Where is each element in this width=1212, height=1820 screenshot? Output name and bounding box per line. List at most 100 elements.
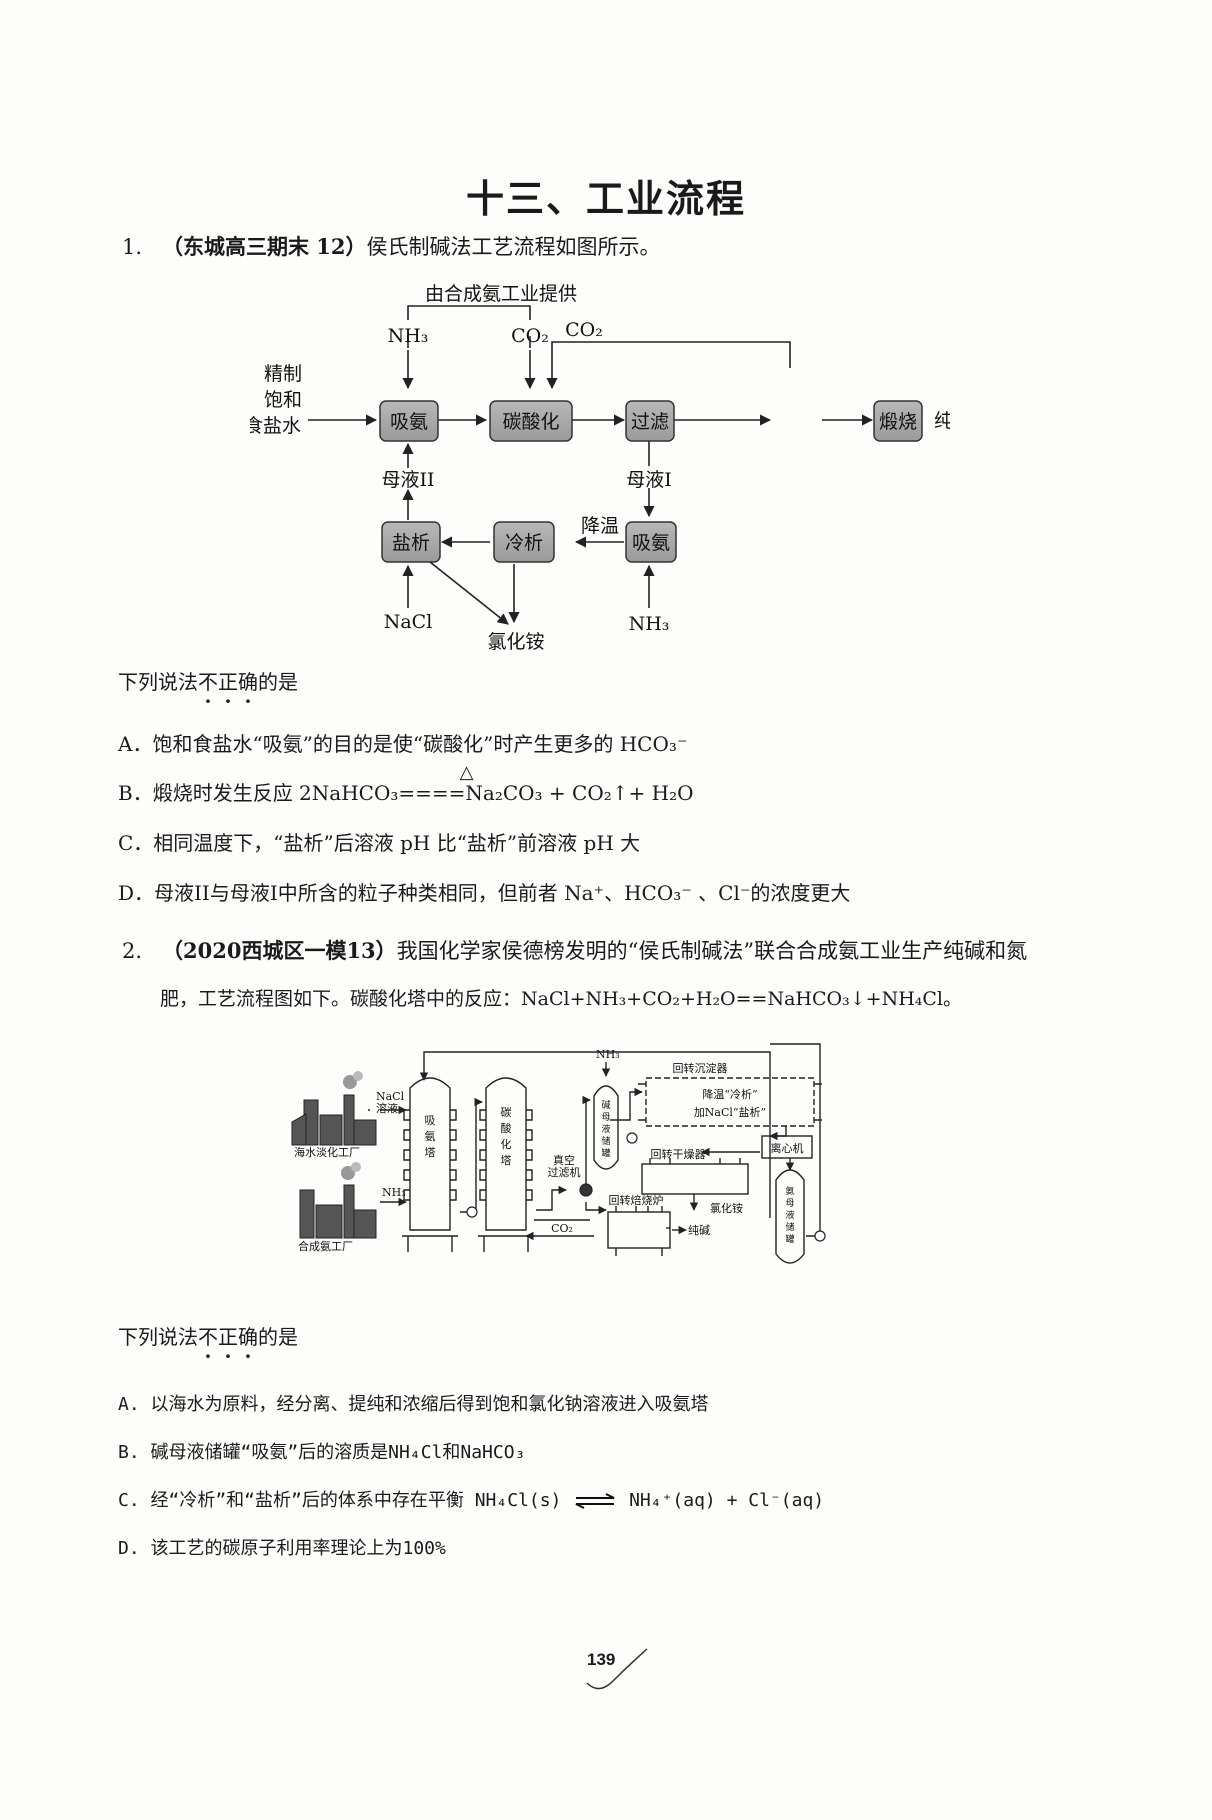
emphasis-char: 不 (198, 670, 218, 694)
q2-prompt: 下列说法不正确的是 (118, 1322, 298, 1352)
q1-option-c: C．相同温度下，“盐析”后溶液 pH 比“盐析”前溶液 pH 大 (118, 831, 641, 855)
supply-label: 由合成氨工业提供 (425, 283, 577, 305)
question-source: （东城高三期末 12） (162, 234, 367, 259)
box-label-salt-out: 盐析 (392, 532, 430, 554)
q2-option-c: C. 经“冷析”和“盐析”后的体系中存在平衡 NH₄Cl(s) NH₄⁺(aq)… (118, 1486, 824, 1516)
nh4cl-label: 氯化铵 (710, 1201, 743, 1215)
q1-prompt: 下列说法不正确的是 (118, 667, 298, 697)
nh4cl-label: 氯化铵 (487, 631, 544, 653)
absorb-tower-char: 氨 (425, 1130, 436, 1143)
option-c-products: NH₄⁺(aq) + Cl⁻(aq) (629, 1490, 825, 1511)
co2-return-label: CO₂ (565, 319, 603, 341)
rotary-kiln (607, 1211, 671, 1249)
desalination-plant-icon (291, 1071, 377, 1146)
absorb-tower-char: 塔 (425, 1146, 436, 1159)
nacl-label: NaCl (384, 611, 433, 633)
carbon-tower-char: 酸 (501, 1121, 512, 1135)
question-stem: 侯氏制碱法工艺流程如图所示。 (366, 235, 661, 259)
emphasis-char: 正 (218, 1325, 238, 1349)
question-number: 1. (122, 235, 143, 259)
ammonia-plant-label: 合成氨工厂 (298, 1239, 353, 1253)
rotary-settler (645, 1077, 815, 1127)
q2-option-d: D. 该工艺的碳原子利用率理论上为100% (118, 1538, 446, 1559)
absorb-tower-char: 吸 (425, 1114, 436, 1127)
centrifuge (761, 1135, 813, 1159)
prompt-text: 的是 (258, 670, 298, 694)
feed-label-3: 食盐水 (250, 415, 301, 437)
q1-flow-diagram: 由合成氨工业提供 NH₃ CO₂ CO₂ 精制 饱和 食盐水 吸氨 碳酸化 过滤… (250, 283, 950, 653)
settler-text-2: 加NaCl“盐析” (694, 1105, 766, 1119)
box-salt-out (381, 521, 441, 563)
question-source: （2020西城区一模13） (162, 938, 397, 963)
box-label-cool: 冷析 (505, 532, 543, 554)
q2-option-a: A. 以海水为原料，经分离、提纯和浓缩后得到饱和氯化钠溶液进入吸氨塔 (118, 1394, 709, 1415)
pump-icon (466, 1206, 478, 1218)
mother-tank-char: 碱 (601, 1100, 610, 1111)
question-stem-line-2: 肥，工艺流程图如下。碳酸化塔中的反应：NaCl+NH₃+CO₂+H₂O==NaH… (160, 988, 962, 1010)
nh3-in-label: NH₃ (382, 1186, 406, 1199)
heat-symbol: △ (459, 762, 474, 783)
feed-label-1: 精制 (264, 363, 302, 385)
question-stem-line-1: 我国化学家侯德榜发明的“侯氏制碱法”联合合成氨工业生产纯碱和氮 (396, 939, 1028, 963)
box-filtration (625, 400, 675, 442)
carbon-tower-char: 化 (501, 1137, 512, 1151)
box-label-calcine: 煅烧 (879, 411, 917, 433)
equation-arrow: ==== (398, 781, 466, 805)
cooling-label: 降温 (581, 515, 619, 537)
question-number: 2. (122, 939, 143, 963)
co2-label: CO₂ (551, 1222, 573, 1235)
vacuum-filter (579, 1183, 593, 1197)
carbonation-tower (485, 1077, 527, 1231)
co2-top-label: CO₂ (511, 325, 549, 347)
box-calcination (873, 400, 923, 442)
q2-option-b: B. 碱母液储罐“吸氨”后的溶质是NH₄Cl和NaHCO₃ (118, 1442, 526, 1463)
rotary-kiln-label: 回转焙烧炉 (609, 1193, 664, 1207)
box-carbonization (489, 400, 573, 442)
emphasis-char: 确 (238, 670, 258, 694)
mother-tank-char: 罐 (601, 1147, 610, 1159)
ammonia-tank-char: 液 (785, 1209, 794, 1221)
q1-option-a: A．饱和食盐水“吸氨”的目的是使“碳酸化”时产生更多的 HCO₃⁻ (118, 732, 688, 756)
emphasis-char: 确 (238, 1325, 258, 1349)
equilibrium-arrow-icon (575, 1493, 615, 1509)
box-label-absorb-2: 吸氨 (632, 532, 670, 554)
rotary-dryer-label: 回转干燥器 (651, 1147, 706, 1161)
page-number: 139 (587, 1650, 616, 1669)
desalination-plant-label: 海水淡化工厂 (294, 1145, 360, 1159)
soda-mother-liquor-tank (593, 1085, 619, 1170)
box-absorb-ammonia-1 (379, 400, 439, 442)
emphasis-char: 正 (218, 670, 238, 694)
emphasis-char: 不 (198, 1325, 218, 1349)
carbon-tower-char: 塔 (501, 1154, 512, 1167)
nh3-top-label: NH₃ (388, 325, 429, 347)
centrifuge-label: 离心机 (771, 1141, 804, 1155)
mother-tank-char: 液 (601, 1123, 610, 1135)
box-absorb-ammonia-2 (625, 521, 677, 563)
vacuum-label-2: 过滤机 (548, 1165, 581, 1179)
box-label-absorb-1: 吸氨 (390, 411, 428, 433)
vacuum-label-1: 真空 (553, 1153, 575, 1167)
mother-tank-char: 母 (601, 1112, 610, 1123)
nh3-bottom-label: NH₃ (629, 613, 670, 635)
box-cool-crystallize (493, 521, 555, 563)
handwritten-check-mark (586, 1648, 648, 1690)
ammonia-plant-icon (299, 1162, 377, 1239)
pump-icon (626, 1132, 638, 1144)
prompt-text: 的是 (258, 1325, 298, 1349)
option-b-products: Na₂CO₃ + CO₂↑+ H₂O (465, 781, 694, 805)
carbon-tower-char: 碳 (501, 1105, 512, 1119)
nh3-top-label: NH₃ (596, 1048, 620, 1061)
question-1-header: 1. （东城高三期末 12）侯氏制碱法工艺流程如图所示。 (122, 232, 661, 262)
prompt-text: 下列说法 (118, 1325, 198, 1349)
mother-liquor-1-label: 母液I (626, 469, 672, 491)
rotary-settler-label: 回转沉淀器 (673, 1061, 728, 1075)
settler-text-1: 降温“冷析” (702, 1087, 757, 1101)
question-2-header: 2. （2020西城区一模13）我国化学家侯德榜发明的“侯氏制碱法”联合合成氨工业… (122, 936, 1027, 966)
ammonia-tank-char: 母 (785, 1198, 794, 1209)
page-title: 十三、工业流程 (465, 176, 746, 221)
ammonia-absorption-tower (409, 1077, 451, 1231)
mother-liquor-2-label: 母液II (381, 469, 434, 491)
prompt-text: 下列说法 (118, 670, 198, 694)
q1-option-d: D．母液II与母液I中所含的粒子种类相同，但前者 Na⁺、HCO₃⁻ 、Cl⁻的… (118, 881, 851, 905)
q1-option-b: B．煅烧时发生反应 2NaHCO₃====△Na₂CO₃ + CO₂↑+ H₂O (118, 762, 694, 808)
